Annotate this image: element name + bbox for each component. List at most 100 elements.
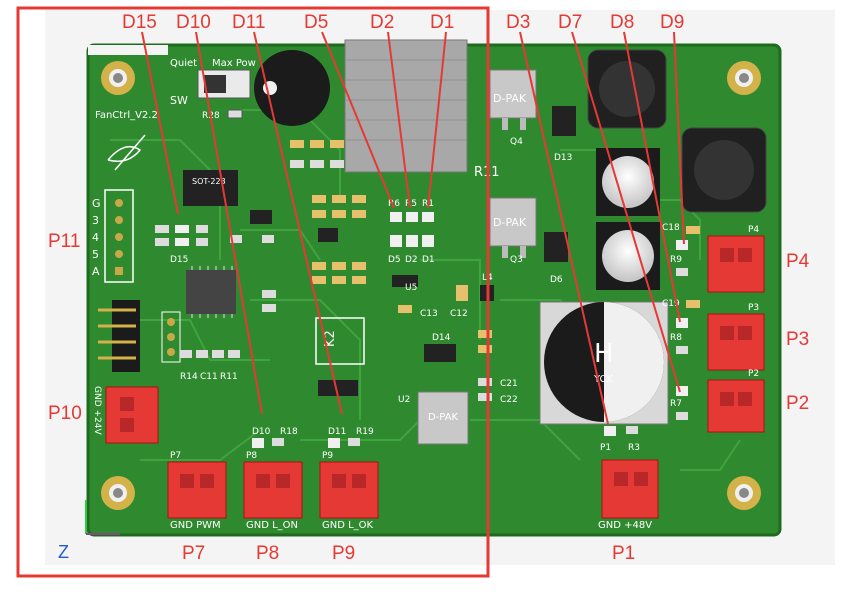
gnd-lon-silk: GND L_ON: [246, 520, 298, 531]
callout-d11: D11: [232, 12, 266, 33]
d14-label: D14: [432, 333, 451, 343]
callout-d1: D1: [430, 12, 455, 33]
r18-silk: R18: [280, 427, 298, 437]
callout-p2: P2: [786, 393, 810, 414]
heatsink-fins: [345, 59, 467, 141]
r5-label: R5: [405, 199, 417, 209]
r7-label: R7: [670, 399, 682, 409]
right-led-column: [676, 226, 700, 420]
mounting-hole-tl: [101, 61, 135, 95]
p1-silk: P1: [600, 443, 611, 453]
callout-p7: P7: [182, 543, 206, 564]
r8-label: R8: [670, 333, 682, 343]
d6-diode: [544, 232, 568, 262]
q4-dpak-label: D-PAK: [493, 92, 527, 105]
callout-d2: D2: [370, 12, 395, 33]
callout-p11: P11: [48, 231, 81, 252]
sot223-label: SOT-223: [192, 177, 226, 186]
d1-silk: D1: [422, 255, 435, 265]
r9-label: R9: [670, 255, 682, 265]
c13-label: C13: [420, 309, 438, 319]
p7-silk: P7: [170, 451, 181, 461]
u2-dpak: [417, 391, 469, 445]
d5-d2-d1-group: [390, 212, 434, 247]
p8-leds: [252, 438, 284, 448]
q3-dpak: [489, 197, 537, 247]
c12-cap: [456, 285, 468, 301]
p4-connector: [707, 235, 765, 293]
r3-label: R3: [628, 443, 640, 453]
p11-pin-a: A: [92, 265, 100, 278]
callout-d7: D7: [558, 12, 583, 33]
callout-p4: P4: [786, 251, 810, 272]
d3-led: [604, 426, 616, 436]
c11-label: C11: [200, 372, 218, 382]
p11-pin-4: 4: [92, 231, 99, 244]
d5-silk: D5: [388, 255, 401, 265]
u5-label: U5: [405, 283, 417, 293]
gnd-pwm-silk: GND PWM: [170, 520, 221, 531]
k2-label: K2: [323, 330, 338, 347]
p11-header-pins: [115, 199, 123, 275]
k2-outline: [315, 317, 365, 365]
mounting-hole-bl: [101, 476, 135, 510]
callout-d9: D9: [660, 12, 685, 33]
r28-resistor: [227, 109, 243, 119]
sot223-regulator: [183, 170, 238, 206]
p4-silk: P4: [748, 225, 759, 235]
callout-p9: P9: [332, 543, 356, 564]
small-cap-1: [602, 156, 654, 208]
d6-label: D6: [550, 275, 563, 285]
d13-diode: [552, 106, 576, 136]
callout-d15: D15: [122, 12, 157, 33]
pcb-notch: [88, 45, 168, 55]
p10-connector: [105, 386, 159, 444]
switch-max-label: Max Pow: [212, 58, 256, 69]
c21-label: C21: [500, 379, 518, 389]
qfp-chip: [186, 270, 236, 314]
gnd-48v-silk: GND +48V: [598, 520, 652, 531]
logo-mark: [107, 134, 146, 171]
callout-p8: P8: [256, 543, 280, 564]
p9-silk: P9: [322, 451, 333, 461]
p9-leds: [328, 438, 360, 448]
r14-label: R14: [180, 372, 198, 382]
prog-header-pins: [98, 308, 136, 360]
p11-pin-g: G: [92, 197, 101, 210]
big-cap-yck: YCK: [593, 374, 614, 385]
mounting-hole-tr: [727, 61, 761, 95]
d2-silk: D2: [405, 255, 418, 265]
p11-pin-3: 3: [92, 214, 99, 227]
u2-label: U2: [398, 395, 410, 405]
p8-silk: P8: [246, 451, 257, 461]
u2-dpak-label: D-PAK: [428, 412, 459, 423]
p7-connector: [167, 461, 227, 519]
axis-z-label: Z: [58, 542, 69, 562]
c21-c22-group: [478, 330, 492, 401]
axis-triad: [85, 500, 120, 535]
p2-silk: P2: [748, 369, 759, 379]
p3-silk: P3: [748, 303, 759, 313]
jumper-pins: [167, 318, 175, 356]
callout-d10: D10: [176, 12, 211, 33]
jumper-outline: [161, 311, 181, 363]
r19-silk: R19: [356, 427, 374, 437]
gnd-lok-silk: GND L_OK: [322, 520, 374, 531]
callout-p3: P3: [786, 329, 810, 350]
buzzer: [254, 50, 330, 126]
d15-led-group: [155, 225, 189, 246]
c19-label: C19: [662, 299, 680, 309]
d15-silk: D15: [170, 255, 188, 265]
c18-label: C18: [662, 223, 680, 233]
r14-group: [180, 350, 240, 358]
c13-cap: [398, 305, 412, 313]
callout-d5: D5: [304, 12, 329, 33]
r11b-label: R11: [220, 372, 238, 382]
u5-chip: [392, 275, 418, 287]
p2-connector: [707, 379, 765, 433]
smd-cluster-top: [196, 140, 366, 312]
qfp-pins: [191, 266, 233, 318]
c22-label: C22: [500, 395, 518, 405]
